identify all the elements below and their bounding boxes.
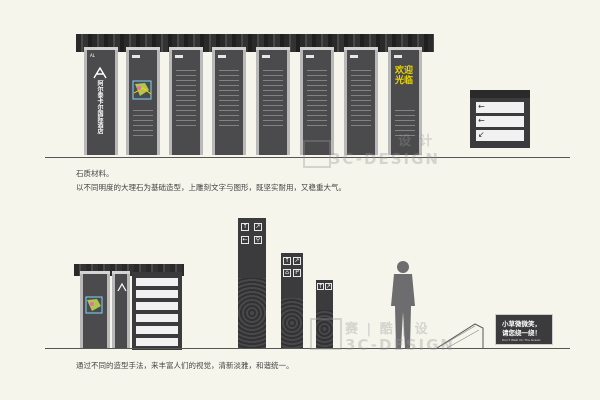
watermark-top-cn: 设 计	[398, 134, 435, 149]
sign-panel-2	[126, 47, 160, 155]
watermark-bottom-cn: 赛 | 酷 | 设	[345, 322, 430, 337]
caption-bottom: 通过不同的造型手法，来丰富人们的视觉，清新淡雅，和谐统一。	[76, 361, 294, 370]
arrow-left-icon: ←	[478, 102, 485, 111]
hotel-panel-title: 阿尔泰卡尔国际酒店	[96, 80, 103, 134]
arrow-up-icon: ↑	[241, 223, 249, 231]
caption-top-line2: 以不同明度的大理石为基础造型，上雕刻文字与图形，既坚实耐用，又稳重大气。	[76, 183, 346, 192]
slogan-line-3: Don't Walk On The Grass!	[502, 338, 541, 342]
watermark-logo-icon	[310, 318, 342, 350]
hotel-logo-icon	[117, 277, 127, 296]
arrow-left-icon: ←	[241, 236, 249, 244]
welcome-text: 欢迎光临	[395, 66, 414, 86]
bottom-panel-logo	[112, 271, 130, 349]
pylon-small: ↑ ↗	[316, 280, 333, 348]
sign-panel-1: AL 阿尔泰卡尔国际酒店	[84, 47, 118, 155]
directory-sign-bottom	[132, 272, 182, 350]
pylon-large: ↑ ↗ ← ⚲	[238, 218, 266, 348]
restroom-icon: ⚲	[254, 236, 262, 244]
sign-panel-5	[256, 47, 290, 155]
sign-panel-welcome: 欢迎光临	[388, 47, 422, 155]
slogan-line-1: 小草微微笑，	[502, 320, 541, 328]
restaurant-icon: ⌂	[283, 269, 291, 277]
arrow-up-icon: ↑	[283, 257, 291, 265]
directory-sign-top: ← ← ↙	[470, 90, 530, 148]
panel-logo: AL	[90, 53, 95, 58]
slogan-line-2: 请您绕一绕！	[502, 329, 541, 337]
watermark-logo-icon	[303, 140, 331, 168]
sign-panel-4	[212, 47, 246, 155]
sign-panel-6	[300, 47, 334, 155]
hotel-logo-icon	[93, 64, 107, 79]
map-graphic-icon	[131, 78, 155, 104]
arrow-down-left-icon: ↙	[478, 130, 485, 139]
arrow-up-right-icon: ↗	[325, 283, 332, 290]
caption-top-line1: 石质材料。	[76, 169, 114, 178]
person-silhouette-icon	[385, 260, 421, 354]
slanted-plate-sign	[435, 318, 485, 354]
ground-line-bottom	[45, 348, 570, 349]
sign-panel-3	[169, 47, 203, 155]
arrow-up-icon: ↑	[317, 283, 324, 290]
bottom-panel-map	[80, 271, 110, 349]
watermark-top-en: 3C-DESIGN	[330, 150, 440, 168]
arrow-left-icon: ←	[478, 116, 485, 125]
arrow-up-right-icon: ↗	[293, 257, 301, 265]
watermark-bottom-en: 3C-DESIGN	[345, 336, 455, 354]
sign-panel-7	[344, 47, 378, 155]
map-graphic-icon	[84, 294, 106, 318]
parking-icon: P	[293, 269, 301, 277]
ground-line-top	[45, 157, 570, 158]
grass-slogan-sign: 小草微微笑， 请您绕一绕！ Don't Walk On The Grass!	[495, 314, 553, 345]
pylon-medium: ↑ ↗ ⌂ P	[281, 253, 303, 348]
arrow-up-right-icon: ↗	[254, 223, 262, 231]
